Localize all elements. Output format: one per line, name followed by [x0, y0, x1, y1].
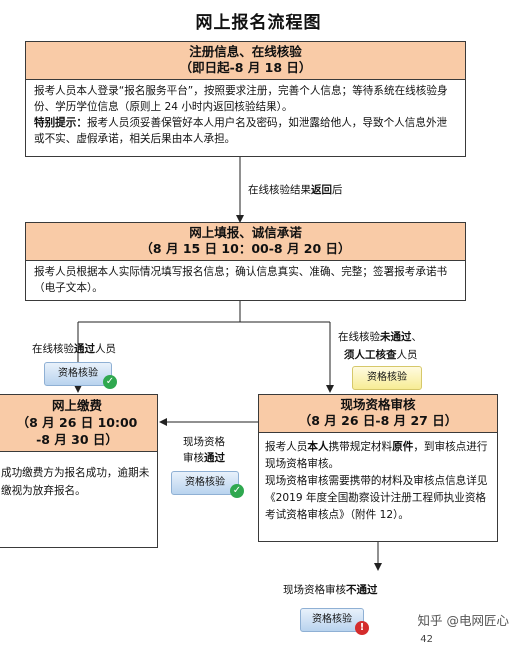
- verify-button-passed-label: 资格核验: [58, 368, 98, 379]
- branch-right-label-post2: 人员: [396, 349, 418, 361]
- step-onsite-review-header: 现场资格审核 （8 月 26 日-8 月 27 日）: [259, 395, 497, 433]
- verify-button-passed[interactable]: 资格核验 ✓: [44, 362, 117, 389]
- step-online-payment-date2: -8 月 30 日）: [36, 432, 118, 447]
- verify-button-failed[interactable]: 资格核验 !: [300, 608, 369, 635]
- step-register-verify-date: （即日起-8 月 18 日）: [179, 60, 312, 75]
- special-tip: 特别提示：报考人员须妥善保管好本人用户名及密码，如泄露给他人，导致个人信息外泄或…: [34, 115, 457, 147]
- verify-button-onsite-passed-label: 资格核验: [185, 477, 225, 488]
- verify-button-failed-label: 资格核验: [312, 614, 352, 625]
- special-tip-label: 特别提示：: [34, 117, 87, 129]
- step-register-verify-text: 报考人员本人登录“报名服务平台”，按照要求注册，完善个人信息；等待系统在线核验身…: [34, 85, 448, 113]
- step-online-fill: 网上填报、诚信承诺 （8 月 15 日 10：00-8 月 20 日） 报考人员…: [25, 222, 466, 301]
- step-online-fill-text: 报考人员根据本人实际情况填写报名信息；确认信息真实、准确、完整；签署报考承诺书（…: [34, 266, 448, 294]
- step-onsite-review-date: （8 月 26 日-8 月 27 日）: [298, 413, 458, 428]
- page-number: 42: [420, 634, 433, 645]
- check-icon: ✓: [103, 375, 117, 389]
- step-register-verify: 注册信息、在线核验 （即日起-8 月 18 日） 报考人员本人登录“报名服务平台…: [25, 41, 466, 157]
- verify-button-manual[interactable]: 资格核验: [352, 366, 422, 390]
- branch-right-label-bold2: 须人工核查: [344, 349, 397, 361]
- branch-left-label: 在线核验通过人员: [32, 342, 116, 357]
- step-onsite-review-text2: 现场资格审核需要携带的材料及审核点信息详见《2019 年度全国勘察设计注册工程师…: [265, 475, 488, 521]
- step-online-payment-text: 成功缴费方为报名成功，逾期未缴视为放弃报名。: [1, 467, 150, 497]
- middle-branch-label-pre: 审核: [183, 452, 204, 464]
- step-online-payment: 网上缴费 （8 月 26 日 10:00 -8 月 30 日） 成功缴费方为报名…: [0, 394, 158, 548]
- step-onsite-review-title: 现场资格审核: [340, 397, 416, 412]
- verify-button-onsite-passed[interactable]: 资格核验 ✓: [171, 471, 244, 498]
- branch-right-label-post: 、: [411, 331, 423, 343]
- step-onsite-review-body: 报考人员本人携带规定材料原件，到审核点进行现场资格审核。 现场资格审核需要携带的…: [259, 433, 497, 527]
- step-online-fill-date: （8 月 15 日 10：00-8 月 20 日）: [140, 241, 351, 256]
- branch-right-label: 在线核验未通过、 须人工核查人员: [338, 328, 422, 364]
- branch-right-label-bold: 未通过: [380, 331, 412, 343]
- middle-branch-label-bold: 通过: [204, 452, 225, 464]
- middle-branch-label: 现场资格 审核通过: [183, 434, 225, 466]
- step-onsite-review-text1-pre: 报考人员: [265, 441, 308, 453]
- step-onsite-review-text1-bold2: 原件: [392, 441, 414, 453]
- special-tip-text: 报考人员须妥善保管好本人用户名及密码，如泄露给他人，导致个人信息外泄或不实、虚假…: [34, 117, 448, 145]
- step-online-payment-title: 网上缴费: [51, 398, 102, 413]
- step-onsite-review-text1-bold1: 本人: [307, 441, 329, 453]
- step-onsite-review-text1: 报考人员本人携带规定材料原件，到审核点进行现场资格审核。: [265, 439, 491, 473]
- step-onsite-review: 现场资格审核 （8 月 26 日-8 月 27 日） 报考人员本人携带规定材料原…: [258, 394, 498, 542]
- branch-right-label-pre: 在线核验: [338, 331, 380, 343]
- step-onsite-review-text1-mid: 携带规定材料: [328, 441, 393, 453]
- bottom-branch-label: 现场资格审核不通过: [283, 583, 378, 598]
- step-online-payment-header: 网上缴费 （8 月 26 日 10:00 -8 月 30 日）: [0, 395, 157, 452]
- page-title: 网上报名流程图: [195, 13, 322, 33]
- branch-left-label-pre: 在线核验: [32, 343, 74, 355]
- arrow1-label-pre: 在线核验结果: [248, 184, 311, 196]
- error-icon: !: [355, 621, 369, 635]
- step-online-payment-date1: （8 月 26 日 10:00: [16, 415, 138, 430]
- arrow1-label-bold: 返回: [311, 184, 332, 196]
- arrow1-label: 在线核验结果返回后: [248, 183, 343, 198]
- check-icon: ✓: [230, 484, 244, 498]
- middle-branch-label-line1: 现场资格: [183, 436, 225, 448]
- arrow1-label-post: 后: [332, 184, 343, 196]
- bottom-branch-label-pre: 现场资格审核: [283, 584, 346, 596]
- bottom-branch-label-bold: 不通过: [346, 584, 378, 596]
- step-register-verify-body: 报考人员本人登录“报名服务平台”，按照要求注册，完善个人信息；等待系统在线核验身…: [26, 80, 465, 150]
- watermark: 知乎 @电网匠心: [417, 613, 509, 628]
- verify-button-manual-label: 资格核验: [367, 372, 407, 383]
- step-onsite-review-text1-post: ，到审核点进行现场资格审核。: [265, 441, 488, 470]
- branch-left-label-post: 人员: [95, 343, 116, 355]
- step-online-fill-header: 网上填报、诚信承诺 （8 月 15 日 10：00-8 月 20 日）: [26, 223, 465, 261]
- step-online-fill-title: 网上填报、诚信承诺: [189, 225, 302, 240]
- branch-left-label-bold: 通过: [74, 343, 95, 355]
- step-register-verify-header: 注册信息、在线核验 （即日起-8 月 18 日）: [26, 42, 465, 80]
- step-register-verify-title: 注册信息、在线核验: [189, 44, 302, 59]
